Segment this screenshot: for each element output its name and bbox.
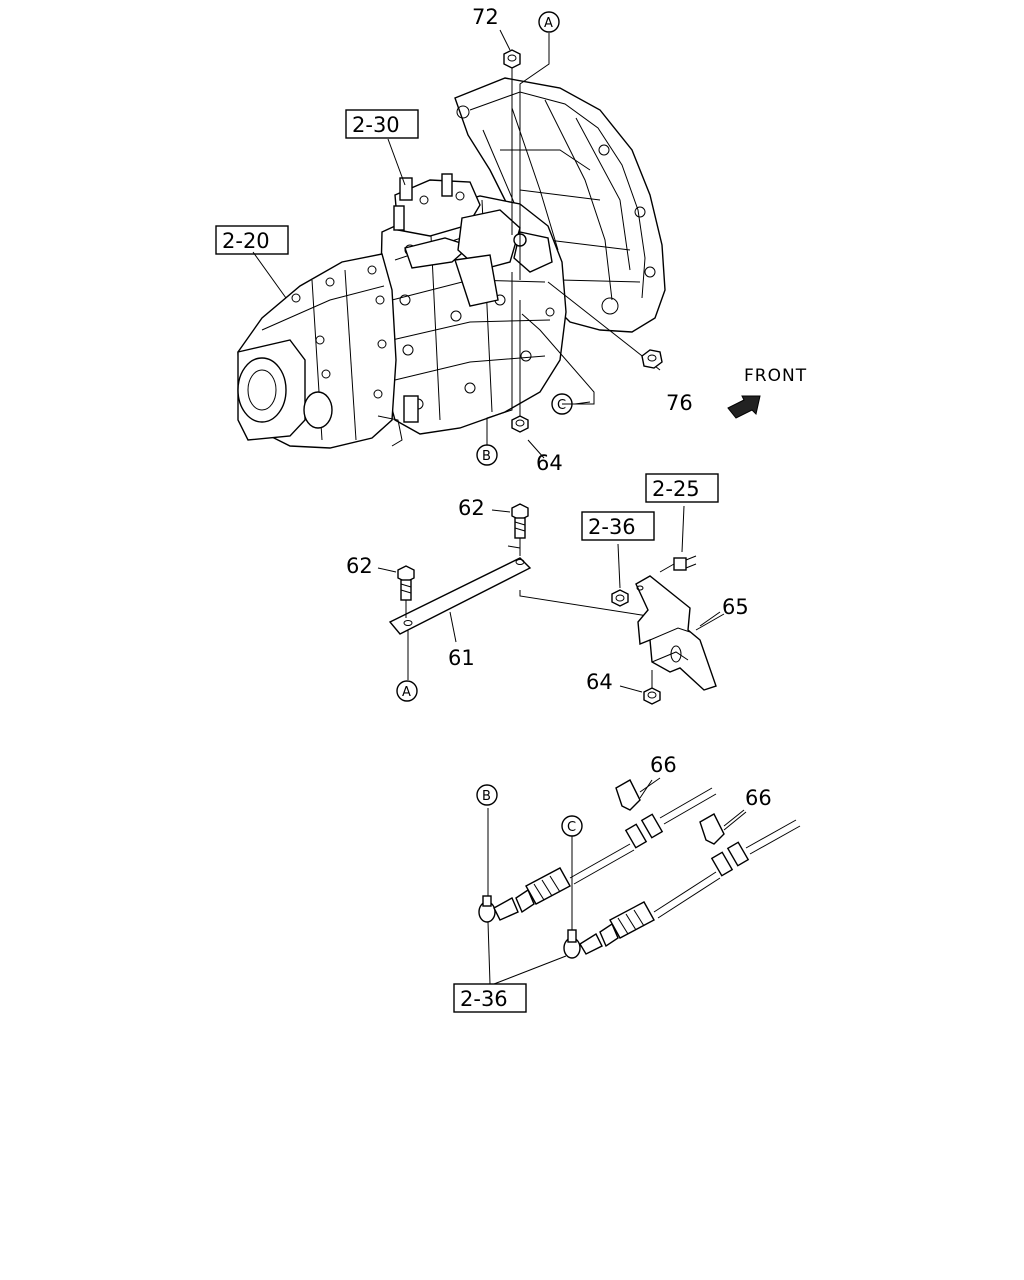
marker-b-bottom: B bbox=[482, 789, 491, 804]
routing-lines bbox=[486, 33, 595, 445]
circle-markers: A A B B C C bbox=[396, 11, 583, 837]
bolt-62-right bbox=[491, 503, 529, 556]
ref-2-20: 2-20 bbox=[222, 229, 270, 253]
cable-upper bbox=[478, 777, 717, 923]
callout-64-lower: 64 bbox=[586, 670, 613, 694]
transmission-assembly bbox=[237, 77, 666, 449]
callout-62-left: 62 bbox=[346, 554, 373, 578]
cable-lower bbox=[563, 809, 801, 959]
callout-72: 72 bbox=[472, 5, 499, 29]
callout-66-upper: 66 bbox=[650, 753, 677, 777]
bracket-65 bbox=[635, 575, 725, 691]
marker-c-top: C bbox=[557, 398, 566, 413]
callouts: 72 76 64 62 62 61 65 64 66 66 bbox=[346, 5, 772, 810]
nut-72 bbox=[503, 49, 521, 235]
nut-64-upper bbox=[511, 300, 529, 433]
callout-65: 65 bbox=[722, 595, 749, 619]
marker-b-top: B bbox=[482, 449, 491, 464]
callout-leaders bbox=[507, 545, 747, 831]
callout-64-upper: 64 bbox=[536, 451, 563, 475]
marker-a-bottom: A bbox=[402, 685, 411, 700]
callout-61: 61 bbox=[448, 646, 475, 670]
nut-2-36-bracket bbox=[611, 543, 629, 607]
plate-link-line bbox=[519, 590, 649, 617]
ref-2-30: 2-30 bbox=[352, 113, 400, 137]
callout-62-right: 62 bbox=[458, 496, 485, 520]
stud-2-25 bbox=[659, 505, 697, 573]
ref-2-25: 2-25 bbox=[652, 477, 700, 501]
nut-76 bbox=[641, 349, 663, 369]
plate-61 bbox=[388, 557, 532, 680]
ref-2-36-cable: 2-36 bbox=[460, 987, 508, 1011]
bolt-62-left bbox=[377, 565, 415, 618]
front-label: FRONT bbox=[744, 366, 807, 386]
ref-2-36-nut: 2-36 bbox=[588, 515, 636, 539]
front-arrow: FRONT bbox=[727, 366, 807, 419]
callout-76: 76 bbox=[666, 391, 693, 415]
marker-c-bottom: C bbox=[567, 820, 576, 835]
cable-ref-leaders bbox=[487, 921, 567, 985]
callout-66-lower: 66 bbox=[745, 786, 772, 810]
marker-a-top: A bbox=[544, 16, 553, 31]
ref-boxes: 2-30 2-20 2-25 2-36 2-36 bbox=[215, 109, 719, 1013]
nut-64-lower bbox=[619, 670, 661, 705]
